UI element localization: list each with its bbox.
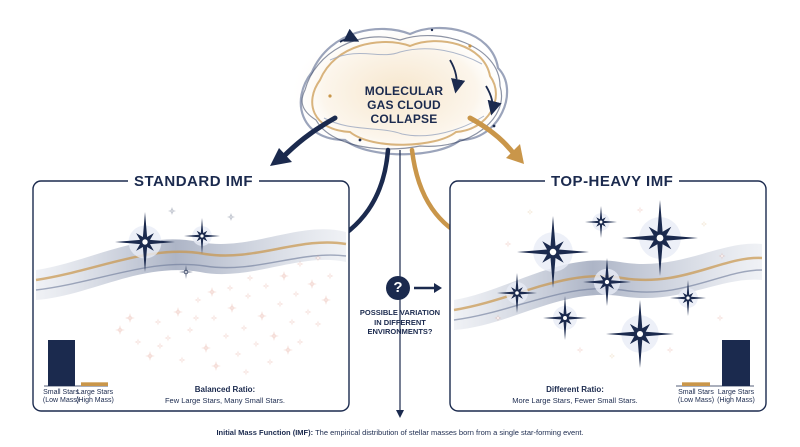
- standard-imf-panel: [32, 180, 350, 412]
- small-star-core: [611, 355, 613, 357]
- small-star-core: [291, 321, 293, 323]
- right-bar-chart: [676, 340, 754, 387]
- small-star-core: [317, 323, 319, 325]
- small-star-core: [261, 315, 263, 317]
- small-star-core: [279, 303, 281, 305]
- small-star-core: [265, 285, 267, 287]
- small-star-core: [255, 343, 257, 345]
- small-star-core: [205, 347, 207, 349]
- large-star-core: [636, 330, 644, 338]
- small-star-core: [149, 355, 151, 357]
- small-star-core: [273, 335, 275, 337]
- left-star-field: [115, 207, 334, 376]
- small-star-core: [137, 341, 139, 343]
- small-star-core: [215, 365, 217, 367]
- small-star-core: [225, 335, 227, 337]
- small-star-core: [230, 216, 232, 218]
- small-star-core: [669, 349, 671, 351]
- small-star-core: [197, 299, 199, 301]
- top-heavy-imf-panel: [449, 180, 767, 412]
- small-star-core: [177, 311, 179, 313]
- small-star-core: [295, 293, 297, 295]
- small-star-core: [189, 329, 191, 331]
- large-star-core: [142, 239, 148, 245]
- large-star-core: [563, 316, 567, 320]
- small-star-core: [497, 317, 499, 319]
- small-star-core: [247, 295, 249, 297]
- large-star-core: [515, 291, 519, 295]
- small-star-core: [157, 321, 159, 323]
- question-icon: ?: [386, 276, 410, 300]
- small-star-core: [639, 209, 641, 211]
- cloud-label: MOLECULAR GAS CLOUD COLLAPSE: [364, 84, 444, 126]
- small-star-core: [325, 299, 327, 301]
- large-star-core: [604, 279, 610, 285]
- left-bar-large-stars: [81, 382, 108, 386]
- small-star-core: [159, 345, 161, 347]
- small-star-core: [703, 223, 705, 225]
- large-star-core: [200, 234, 204, 238]
- small-star-core: [329, 275, 331, 277]
- small-star-core: [507, 243, 509, 245]
- large-star-core: [686, 296, 690, 300]
- small-star-core: [211, 291, 213, 293]
- left-bar-label-small: Small Stars (Low Mass): [42, 389, 80, 404]
- small-star-core: [307, 311, 309, 313]
- molecular-cloud: [290, 24, 510, 160]
- large-star-core: [549, 248, 557, 256]
- small-star-core: [721, 255, 723, 257]
- right-bar-small-stars: [682, 382, 710, 386]
- small-star-core: [181, 359, 183, 361]
- small-star-core: [237, 353, 239, 355]
- small-star-core: [529, 211, 531, 213]
- standard-imf-title: STANDARD IMF: [128, 173, 260, 190]
- small-star-core: [311, 283, 313, 285]
- right-bar-large-stars: [722, 340, 750, 386]
- caption-term: Initial Mass Function (IMF):: [216, 428, 314, 437]
- left-ratio-desc: Few Large Stars, Many Small Stars.: [164, 396, 286, 405]
- medium-star-core: [185, 271, 187, 273]
- right-bar-label-large: Large Stars (High Mass): [717, 389, 755, 404]
- left-bar-label-large: Large Stars (High Mass): [76, 389, 114, 404]
- small-star-core: [249, 277, 251, 279]
- small-star-core: [167, 337, 169, 339]
- small-star-core: [213, 317, 215, 319]
- caption-definition: The empirical distribution of stellar ma…: [313, 428, 584, 437]
- right-bar-label-small: Small Stars (Low Mass): [677, 389, 715, 404]
- left-bar-small-stars: [48, 340, 75, 386]
- small-star-core: [299, 263, 301, 265]
- small-star-core: [299, 341, 301, 343]
- small-star-core: [129, 317, 131, 319]
- question-label: POSSIBLE VARIATION IN DIFFERENT ENVIRONM…: [359, 308, 441, 336]
- right-star-field: [494, 200, 726, 368]
- small-star-core: [287, 349, 289, 351]
- small-star-core: [579, 349, 581, 351]
- small-star-core: [119, 329, 121, 331]
- top-heavy-imf-title: TOP-HEAVY IMF: [545, 173, 680, 190]
- small-star-core: [317, 257, 319, 259]
- small-star-core: [243, 327, 245, 329]
- small-star-core: [229, 287, 231, 289]
- large-star-core: [656, 234, 664, 242]
- small-star-core: [283, 275, 285, 277]
- small-star-core: [195, 317, 197, 319]
- small-star-core: [171, 210, 173, 212]
- left-ratio-title: Balanced Ratio:: [194, 385, 256, 394]
- left-bar-chart: [44, 340, 108, 387]
- small-star-core: [231, 307, 233, 309]
- small-star-core: [269, 361, 271, 363]
- large-star-core: [599, 220, 603, 224]
- small-star-core: [719, 317, 721, 319]
- imf-caption: Initial Mass Function (IMF): The empiric…: [0, 428, 800, 437]
- small-star-core: [245, 371, 247, 373]
- right-ratio-desc: More Large Stars, Fewer Small Stars.: [512, 396, 638, 405]
- right-ratio-title: Different Ratio:: [546, 385, 604, 394]
